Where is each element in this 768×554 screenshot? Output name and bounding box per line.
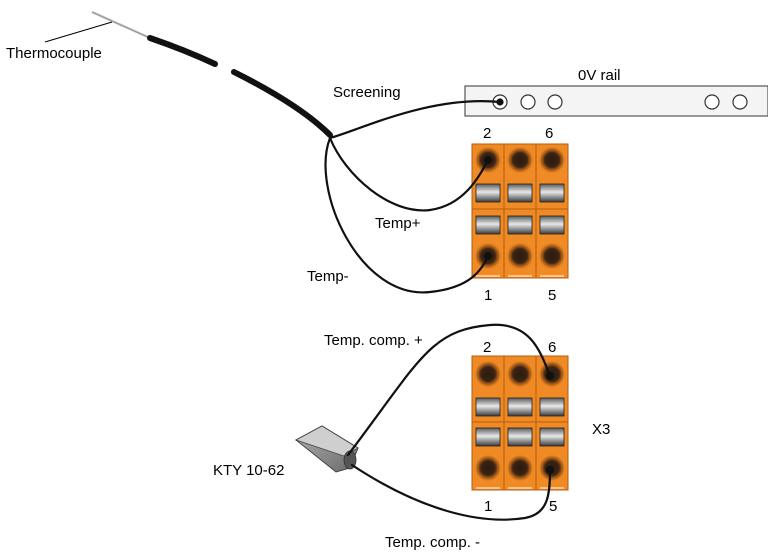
temp-plus-label: Temp+	[375, 215, 421, 232]
terminal-screw	[507, 243, 533, 269]
temp-comp-plus-wire	[346, 323, 552, 457]
temp-comp-minus-wire	[350, 463, 552, 521]
rail-hole	[520, 94, 536, 110]
terminal-screw	[507, 361, 533, 387]
rail-hole	[547, 94, 563, 110]
thermocouple-cable	[147, 35, 333, 138]
kty-label: KTY 10-62	[213, 462, 284, 479]
temp-comp-minus-label: Temp. comp. -	[385, 534, 480, 551]
kty-sensor	[294, 425, 359, 473]
temp-plus-wire	[328, 136, 490, 212]
x3-label: X3	[592, 421, 610, 438]
terminal-screw	[539, 243, 565, 269]
rail-hole	[704, 94, 720, 110]
terminal-screw	[475, 361, 501, 387]
terminal-bottom-number-6: 6	[548, 339, 556, 356]
thermocouple-probe	[44, 10, 151, 43]
terminal-bottom-number-2: 2	[483, 339, 491, 356]
wires-top	[324, 98, 504, 294]
terminal-bottom-number-1: 1	[484, 498, 492, 515]
screening-wire	[328, 100, 502, 140]
temp-comp-plus-label: Temp. comp. +	[324, 332, 423, 349]
wires-bottom	[346, 323, 555, 521]
terminal-screw	[507, 147, 533, 173]
terminal-bottom-number-5: 5	[549, 498, 557, 515]
zero-volt-rail	[464, 85, 768, 117]
thermocouple-label: Thermocouple	[6, 45, 102, 62]
terminal-top-number-2: 2	[483, 125, 491, 142]
rail-hole	[732, 94, 748, 110]
zero-volt-rail-label: 0V rail	[578, 67, 621, 84]
terminal-screw	[475, 455, 501, 481]
temp-minus-wire	[324, 136, 490, 294]
terminal-block-top	[471, 143, 569, 279]
terminal-top-number-6: 6	[545, 125, 553, 142]
terminal-screw	[507, 455, 533, 481]
terminal-top-number-5: 5	[548, 287, 556, 304]
temp-minus-label: Temp-	[307, 268, 349, 285]
screening-label: Screening	[333, 84, 401, 101]
terminal-screw	[539, 147, 565, 173]
terminal-top-number-1: 1	[484, 287, 492, 304]
